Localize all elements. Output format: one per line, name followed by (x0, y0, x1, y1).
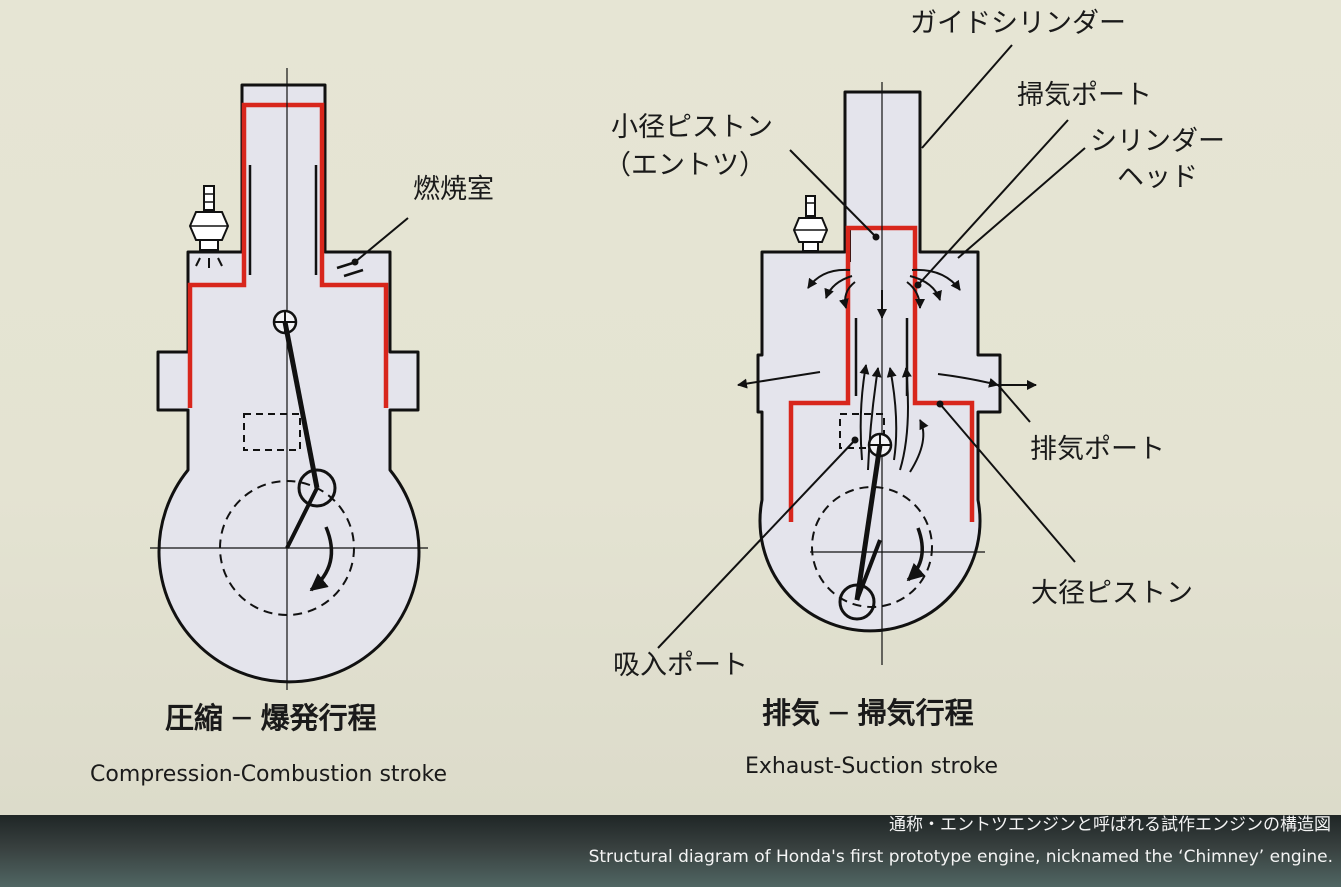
left-crank-arm (285, 487, 319, 549)
label-small-piston-line1: 小径ピストン (611, 112, 773, 143)
right-rotation-arrow (906, 527, 926, 582)
caption-jp: 通称・エントツエンジンと呼ばれる試作エンジンの構造図 (889, 815, 1331, 835)
label-large-piston: 大径ピストン (1031, 578, 1193, 609)
spark-plug-icon (188, 185, 230, 268)
left-piston-red-outline (187, 102, 389, 408)
exhaust-suction-diagram (657, 44, 1086, 665)
caption-en: Structural diagram of Honda's first prot… (588, 847, 1333, 867)
label-small-piston-line2: （エントツ） (604, 150, 766, 181)
caption-strip (0, 815, 1341, 887)
left-piston-inner-outline (248, 165, 318, 275)
compression-combustion-diagram (150, 68, 428, 690)
right-engine-body (756, 90, 1002, 633)
label-scavenging-port: 掃気ポート (1017, 80, 1152, 111)
label-exhaust-port: 排気ポート (1030, 434, 1165, 465)
right-title-jp: 排気 ─ 掃気行程 (762, 696, 974, 730)
right-center-axes (810, 82, 985, 665)
left-rotation-arrow (309, 526, 334, 592)
label-intake-port: 吸入ポート (613, 650, 748, 681)
right-crank-arm (855, 539, 882, 601)
right-crank-pin (838, 583, 876, 621)
left-crank-circle (219, 480, 355, 616)
left-title-en: Compression-Combustion stroke (90, 762, 448, 787)
left-connecting-rod (282, 321, 320, 489)
spark-plug-icon (792, 195, 829, 252)
left-engine-body (156, 83, 421, 684)
left-crank-pin (297, 468, 337, 508)
left-title-jp: 圧縮 ─ 爆発行程 (165, 701, 377, 735)
gas-flow-arrows (737, 268, 999, 473)
right-leader-lines (657, 44, 1086, 649)
left-hidden-port (243, 413, 301, 451)
label-cylinder-head-line1: シリンダー (1090, 126, 1225, 157)
combustion-chamber-leader (354, 217, 409, 263)
right-leader-dots (851, 233, 944, 444)
label-cylinder-head-line2: ヘッド (1117, 162, 1198, 193)
right-connecting-rod (854, 444, 883, 601)
label-combustion-chamber: 燃焼室 (413, 174, 494, 205)
right-title-en: Exhaust-Suction stroke (745, 754, 999, 779)
label-guide-cylinder: ガイドシリンダー (910, 8, 1126, 39)
